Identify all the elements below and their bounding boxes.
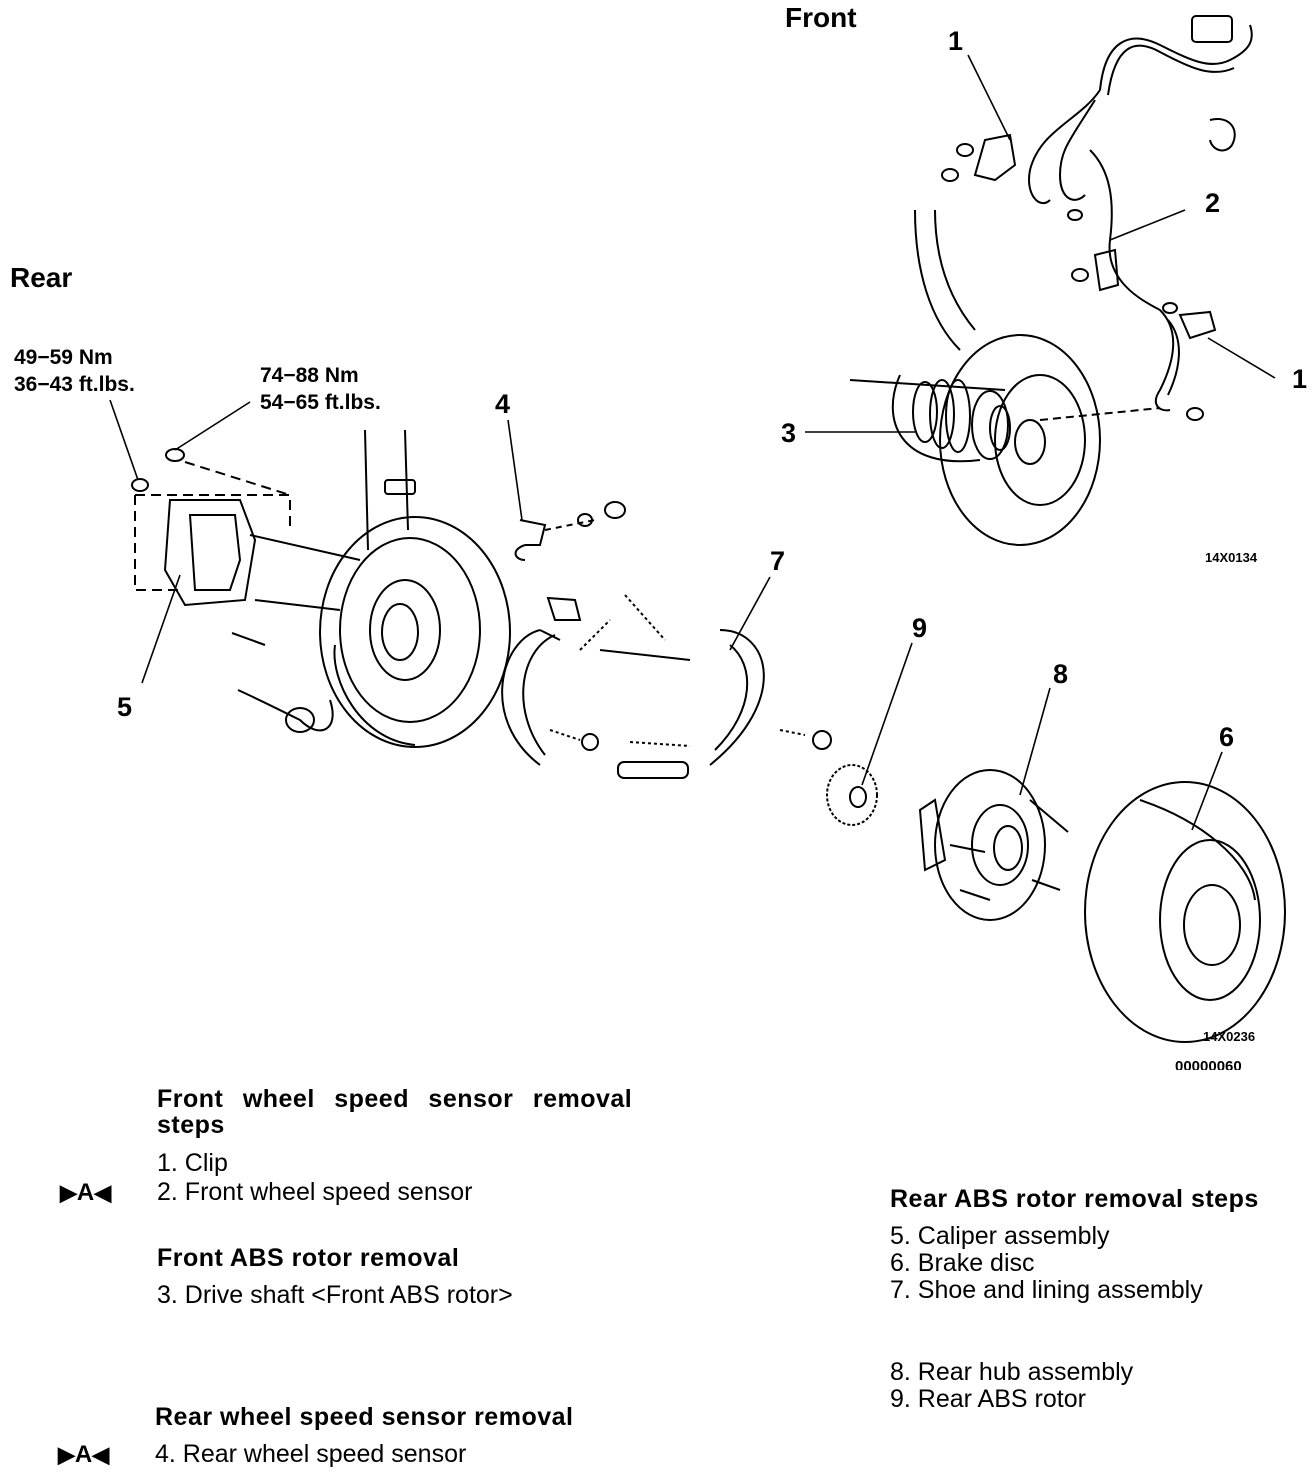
- figure-code-doc: 00000060: [1175, 1058, 1242, 1070]
- clip-1-lower: [1162, 302, 1217, 340]
- front-sensor-step-1: 1. Clip: [157, 1149, 228, 1177]
- front-sensor-step-2: 2. Front wheel speed sensor: [157, 1178, 473, 1206]
- rear-rotor-step-8: 8. Rear hub assembly: [890, 1358, 1134, 1386]
- sensor-brackets: [1067, 209, 1204, 421]
- rear-axle-arm: [237, 429, 416, 733]
- figure-code-front: 14X0134: [1205, 550, 1258, 565]
- caliper-assembly: [131, 448, 291, 646]
- callout-5: 5: [117, 692, 132, 722]
- torque-mid-nm: 74−88 Nm: [260, 364, 359, 387]
- service-point-marker-front: ▶A◀: [60, 1179, 112, 1206]
- rear-rotor-step-6: 6. Brake disc: [890, 1249, 1035, 1277]
- torque-mid-ftlbs: 54−65 ft.lbs.: [260, 391, 381, 414]
- front-sensor-steps-title-line2: steps: [157, 1111, 225, 1139]
- leader-lines: [109, 54, 1276, 831]
- rear-brake-disc: [1084, 781, 1286, 1043]
- rear-abs-rotor: [826, 764, 878, 826]
- callout-7: 7: [770, 546, 785, 576]
- brake-shoe-left: [501, 629, 561, 766]
- callout-6: 6: [1219, 722, 1234, 752]
- rear-rotor-steps-title: Rear ABS rotor removal steps: [890, 1185, 1259, 1213]
- front-title: Front: [785, 2, 857, 33]
- front-sensor-harness: [1028, 15, 1253, 412]
- exploded-brake-diagram: Front Rear 49−59 Nm 36−43 ft.lbs. 74−88 …: [10, 2, 1307, 1070]
- rear-sensor-steps-title: Rear wheel speed sensor removal: [155, 1403, 574, 1431]
- callout-3: 3: [781, 418, 796, 448]
- rear-title: Rear: [10, 262, 72, 293]
- front-sensor-steps-title-line1: Front wheel speed sensor removal: [157, 1085, 633, 1113]
- rear-rotor-step-9: 9. Rear ABS rotor: [890, 1385, 1086, 1413]
- front-rotor-step-3: 3. Drive shaft <Front ABS rotor>: [157, 1281, 513, 1309]
- shoe-hardware: [546, 594, 832, 779]
- rear-sensor-step-4: 4. Rear wheel speed sensor: [155, 1440, 467, 1468]
- callout-8: 8: [1053, 659, 1068, 689]
- figure-code-rear: 14X0236: [1203, 1029, 1255, 1044]
- rear-rotor-step-7: 7. Shoe and lining assembly: [890, 1276, 1203, 1304]
- brake-shoe-right: [709, 629, 765, 766]
- front-rotor-steps-title: Front ABS rotor removal: [157, 1244, 460, 1272]
- torque-left-ftlbs: 36−43 ft.lbs.: [14, 373, 135, 396]
- callout-1-lower: 1: [1292, 364, 1307, 394]
- torque-left-nm: 49−59 Nm: [14, 346, 113, 369]
- front-drive-shaft: [849, 374, 1011, 463]
- callout-1-upper: 1: [948, 26, 963, 56]
- rear-rotor-step-5: 5. Caliper assembly: [890, 1222, 1110, 1250]
- rear-backing-plate: [319, 516, 511, 748]
- rear-hub-assembly: [918, 769, 1069, 921]
- callout-9: 9: [912, 613, 927, 643]
- rear-wheel-speed-sensor: [514, 501, 626, 561]
- service-point-marker-rear: ▶A◀: [58, 1441, 110, 1468]
- callout-2: 2: [1205, 188, 1220, 218]
- front-brake-disc: [939, 334, 1161, 546]
- clip-1-upper: [941, 133, 1017, 182]
- callout-4: 4: [495, 389, 510, 419]
- front-knuckle: [914, 209, 976, 351]
